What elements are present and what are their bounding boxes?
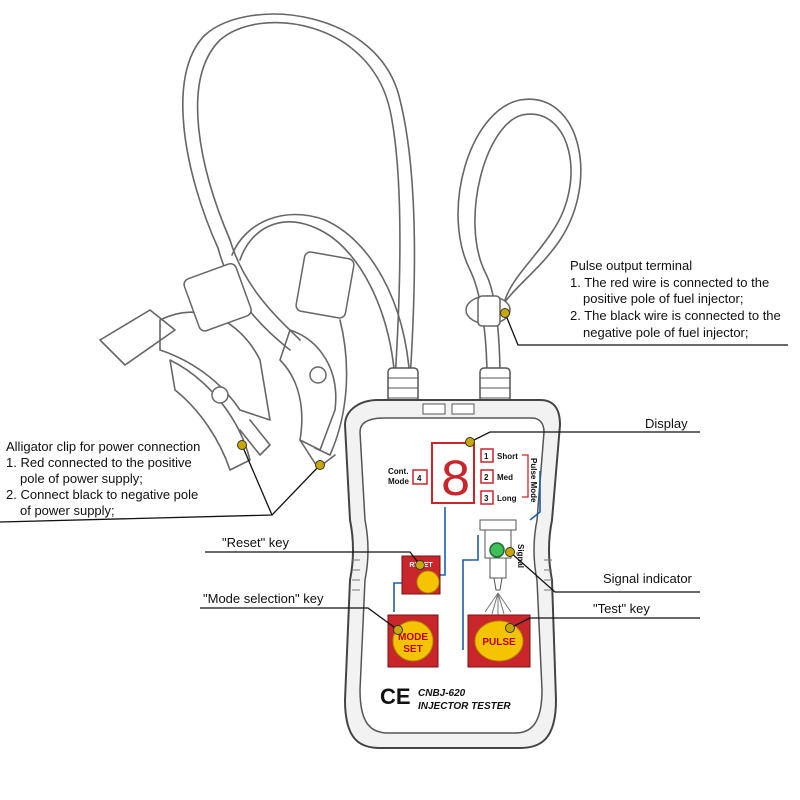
mode-set-label-2: SET	[403, 644, 422, 655]
callout-dot-alligator-2	[315, 460, 325, 470]
callout-dot-pulse	[500, 308, 510, 318]
mode-2-number: 2	[484, 473, 489, 482]
alligator-line-1: 1. Red connected to the positive	[6, 455, 192, 470]
callout-dot-mode	[393, 625, 403, 635]
display-annotation: Display	[645, 416, 688, 431]
mode-3-label: Long	[497, 494, 517, 503]
mode-1-number: 1	[484, 452, 489, 461]
leader-lines	[0, 312, 788, 631]
cont-mode-label-2: Mode	[388, 477, 409, 486]
seven-segment-display: 8	[431, 442, 475, 511]
mode-key-annotation: "Mode selection" key	[203, 591, 324, 606]
branding: CE CNBJ-620 INJECTOR TESTER	[380, 684, 511, 712]
signal-label: Signal	[516, 544, 525, 568]
mode-set-label-1: MODE	[398, 632, 428, 643]
mode-2-label: Med	[497, 473, 513, 482]
pulse-mode-label: Pulse Mode	[529, 458, 538, 503]
alligator-title: Alligator clip for power connection	[6, 439, 200, 454]
alligator-clip-right	[183, 251, 355, 469]
pulse-mode-list: 1 Short 2 Med 3 Long Pulse Mode	[480, 448, 538, 505]
callout-dot-alligator-1	[237, 440, 247, 450]
signal-led	[489, 542, 505, 558]
strain-relief-power	[387, 367, 419, 409]
callout-dot-signal	[505, 547, 515, 557]
alligator-annotation: Alligator clip for power connection 1. R…	[6, 439, 200, 518]
alligator-line-3: 2. Connect black to negative pole	[6, 487, 198, 502]
mode-3-number: 3	[484, 494, 489, 503]
pulse-terminal-title: Pulse output terminal	[570, 258, 692, 273]
alligator-line-4: of power supply;	[20, 503, 115, 518]
pulse-terminal-line-1: 1. The red wire is connected to the	[570, 275, 769, 290]
signal-indicator-annotation: Signal indicator	[603, 571, 693, 586]
callout-dots	[237, 308, 515, 635]
display-digit: 8	[440, 452, 471, 511]
pulse-button[interactable]: PULSE	[467, 614, 531, 668]
cont-mode-label-1: Cont.	[388, 467, 408, 476]
reset-key-annotation: "Reset" key	[222, 535, 290, 550]
model-number: CNBJ-620	[418, 688, 466, 699]
pulse-terminal-annotation: Pulse output terminal 1. The red wire is…	[570, 258, 781, 340]
product-name: INJECTOR TESTER	[418, 701, 511, 712]
callout-dot-test	[505, 623, 515, 633]
callout-dot-display	[465, 437, 475, 447]
pulse-cable	[457, 98, 582, 381]
mode-1-label: Short	[497, 452, 518, 461]
test-key-annotation: "Test" key	[593, 601, 650, 616]
pulse-button-label: PULSE	[482, 637, 516, 648]
pulse-terminal-line-3: 2. The black wire is connected to the	[570, 308, 781, 323]
mode-set-button[interactable]: MODE SET	[387, 614, 439, 668]
cont-mode-number: 4	[417, 474, 422, 483]
pulse-terminal-line-2: positive pole of fuel injector;	[583, 291, 743, 306]
alligator-line-2: pole of power supply;	[20, 471, 143, 486]
ce-mark: CE	[380, 684, 411, 709]
callout-dot-reset	[415, 560, 425, 570]
pulse-terminal-line-4: negative pole of fuel injector;	[583, 325, 749, 340]
cont-mode-indicator: Cont. Mode 4	[388, 467, 428, 486]
